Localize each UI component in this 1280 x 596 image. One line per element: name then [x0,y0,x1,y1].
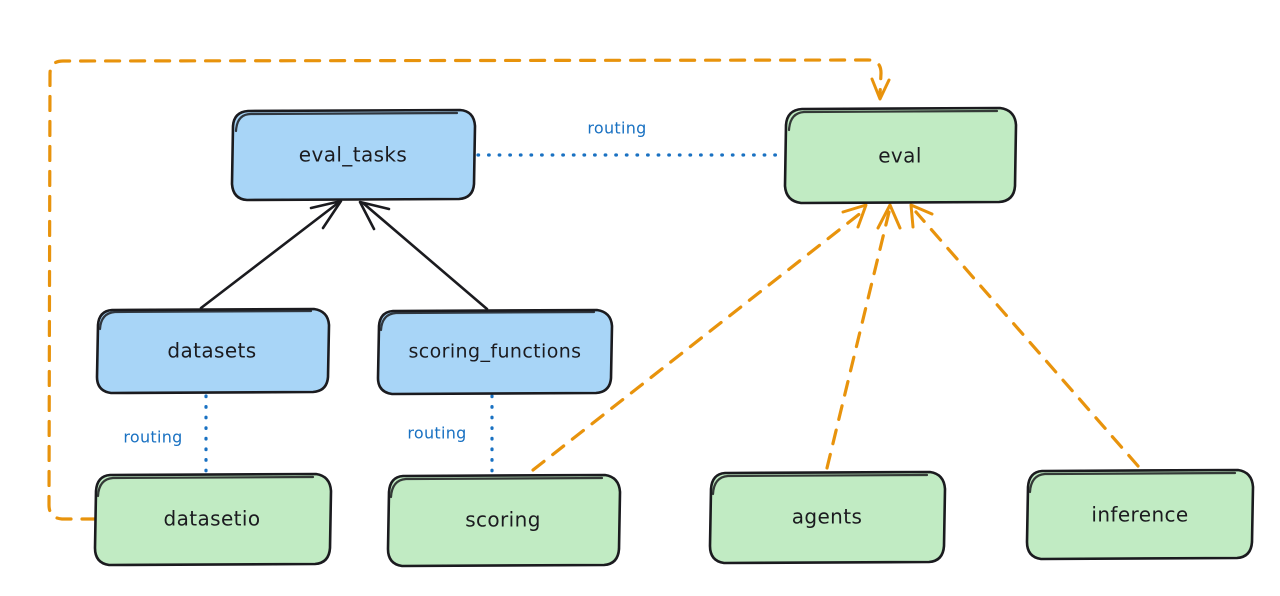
node-scoring[interactable]: scoring [386,473,622,568]
edge-label-layer: routing routing routing [123,119,646,447]
node-datasets[interactable]: datasets [95,307,331,395]
node-scoring_functions[interactable]: scoring_functions [376,308,614,396]
node-datasetio[interactable]: datasetio [93,472,333,567]
edge-datasetio-to-eval[interactable] [47,58,891,521]
node-label-inference: inference [1091,503,1188,527]
node-label-eval_tasks: eval_tasks [299,143,407,167]
edge-layer [47,58,1140,521]
node-label-eval: eval [878,144,922,168]
node-inference[interactable]: inference [1025,468,1255,561]
edge-label-routing-top: routing [587,119,646,138]
edge-label-routing-datasets: routing [123,428,182,447]
edge-agents-to-eval[interactable] [825,203,902,470]
node-label-agents: agents [792,505,863,529]
node-label-scoring_functions: scoring_functions [409,341,582,363]
edge-datasets-to-eval_tasks[interactable] [199,199,343,310]
node-eval[interactable]: eval [783,106,1018,205]
edge-inference-to-eval[interactable] [909,203,1140,468]
edge-label-routing-scoring-functions: routing [407,424,466,443]
node-label-scoring: scoring [465,508,541,532]
node-label-datasetio: datasetio [163,507,260,531]
edge-scoring_functions-to-eval_tasks[interactable] [358,200,489,311]
node-label-datasets: datasets [167,339,256,363]
node-eval_tasks[interactable]: eval_tasks [230,108,477,202]
node-agents[interactable]: agents [708,470,947,565]
edge-scoring-to-eval[interactable] [531,203,868,472]
node-layer: eval_tasks eval datasets scoring_functio… [93,106,1255,568]
